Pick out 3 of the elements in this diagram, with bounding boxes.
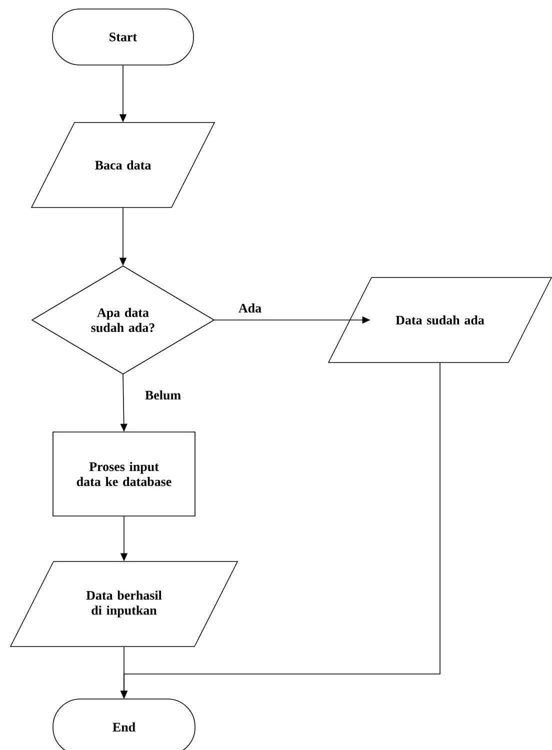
edge-label: Ada xyxy=(237,302,263,314)
process-box: Proses input data ke database xyxy=(52,432,196,516)
edge-label: Belum xyxy=(144,389,182,401)
